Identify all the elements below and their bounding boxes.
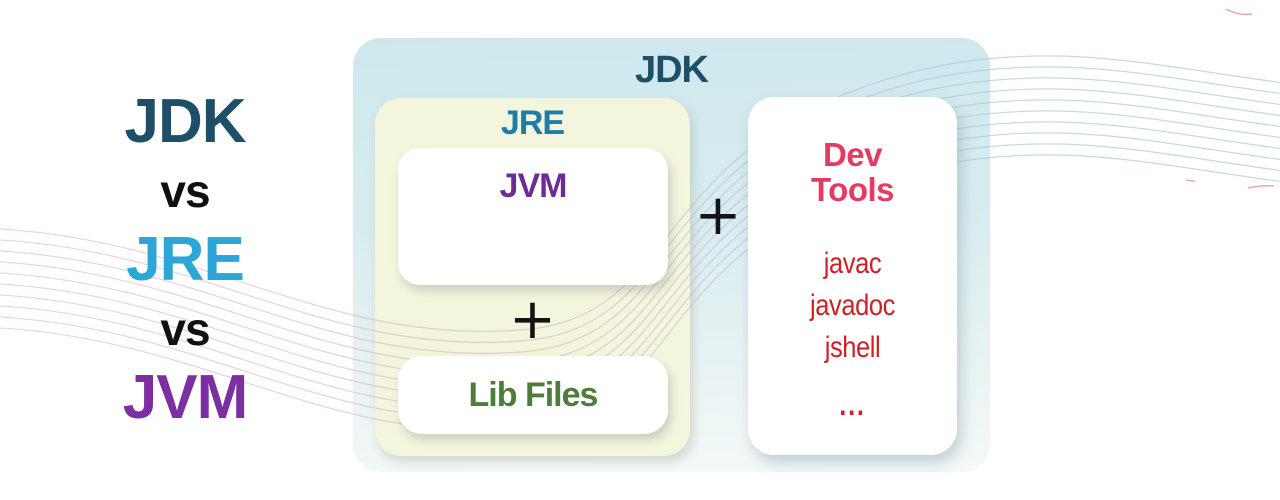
headline-jdk: JDK — [124, 87, 246, 156]
dev-tools-list: javac javadoc jshell ... — [748, 243, 957, 427]
plus-sign-outer: + — [694, 183, 742, 248]
jdk-container-label: JDK — [634, 49, 709, 91]
headline-jvm: JVM — [122, 363, 248, 432]
jre-container-label: JRE — [500, 104, 565, 142]
lib-files-box: Lib Files — [398, 356, 668, 434]
dev-tools-item: jshell — [824, 331, 881, 364]
dev-tools-title: Dev Tools — [810, 136, 895, 208]
dev-tools-box: Dev Tools javac javadoc jshell ... — [748, 97, 957, 455]
dev-tools-item-ellipsis: ... — [839, 389, 866, 422]
lib-files-label: Lib Files — [468, 375, 599, 414]
jvm-box-label: JVM — [499, 167, 568, 205]
dev-tools-item: javadoc — [810, 289, 895, 322]
headline-vs-1: vs — [160, 165, 210, 217]
headline-vs-2: vs — [160, 303, 210, 355]
headline: JDK vs JRE vs JVM — [70, 84, 300, 436]
headline-jre: JRE — [126, 225, 245, 294]
red-accent-marks — [1185, 8, 1275, 189]
plus-sign-inner: + — [509, 287, 556, 352]
jvm-box: JVM — [398, 148, 668, 285]
dev-tools-item: javac — [823, 247, 882, 280]
